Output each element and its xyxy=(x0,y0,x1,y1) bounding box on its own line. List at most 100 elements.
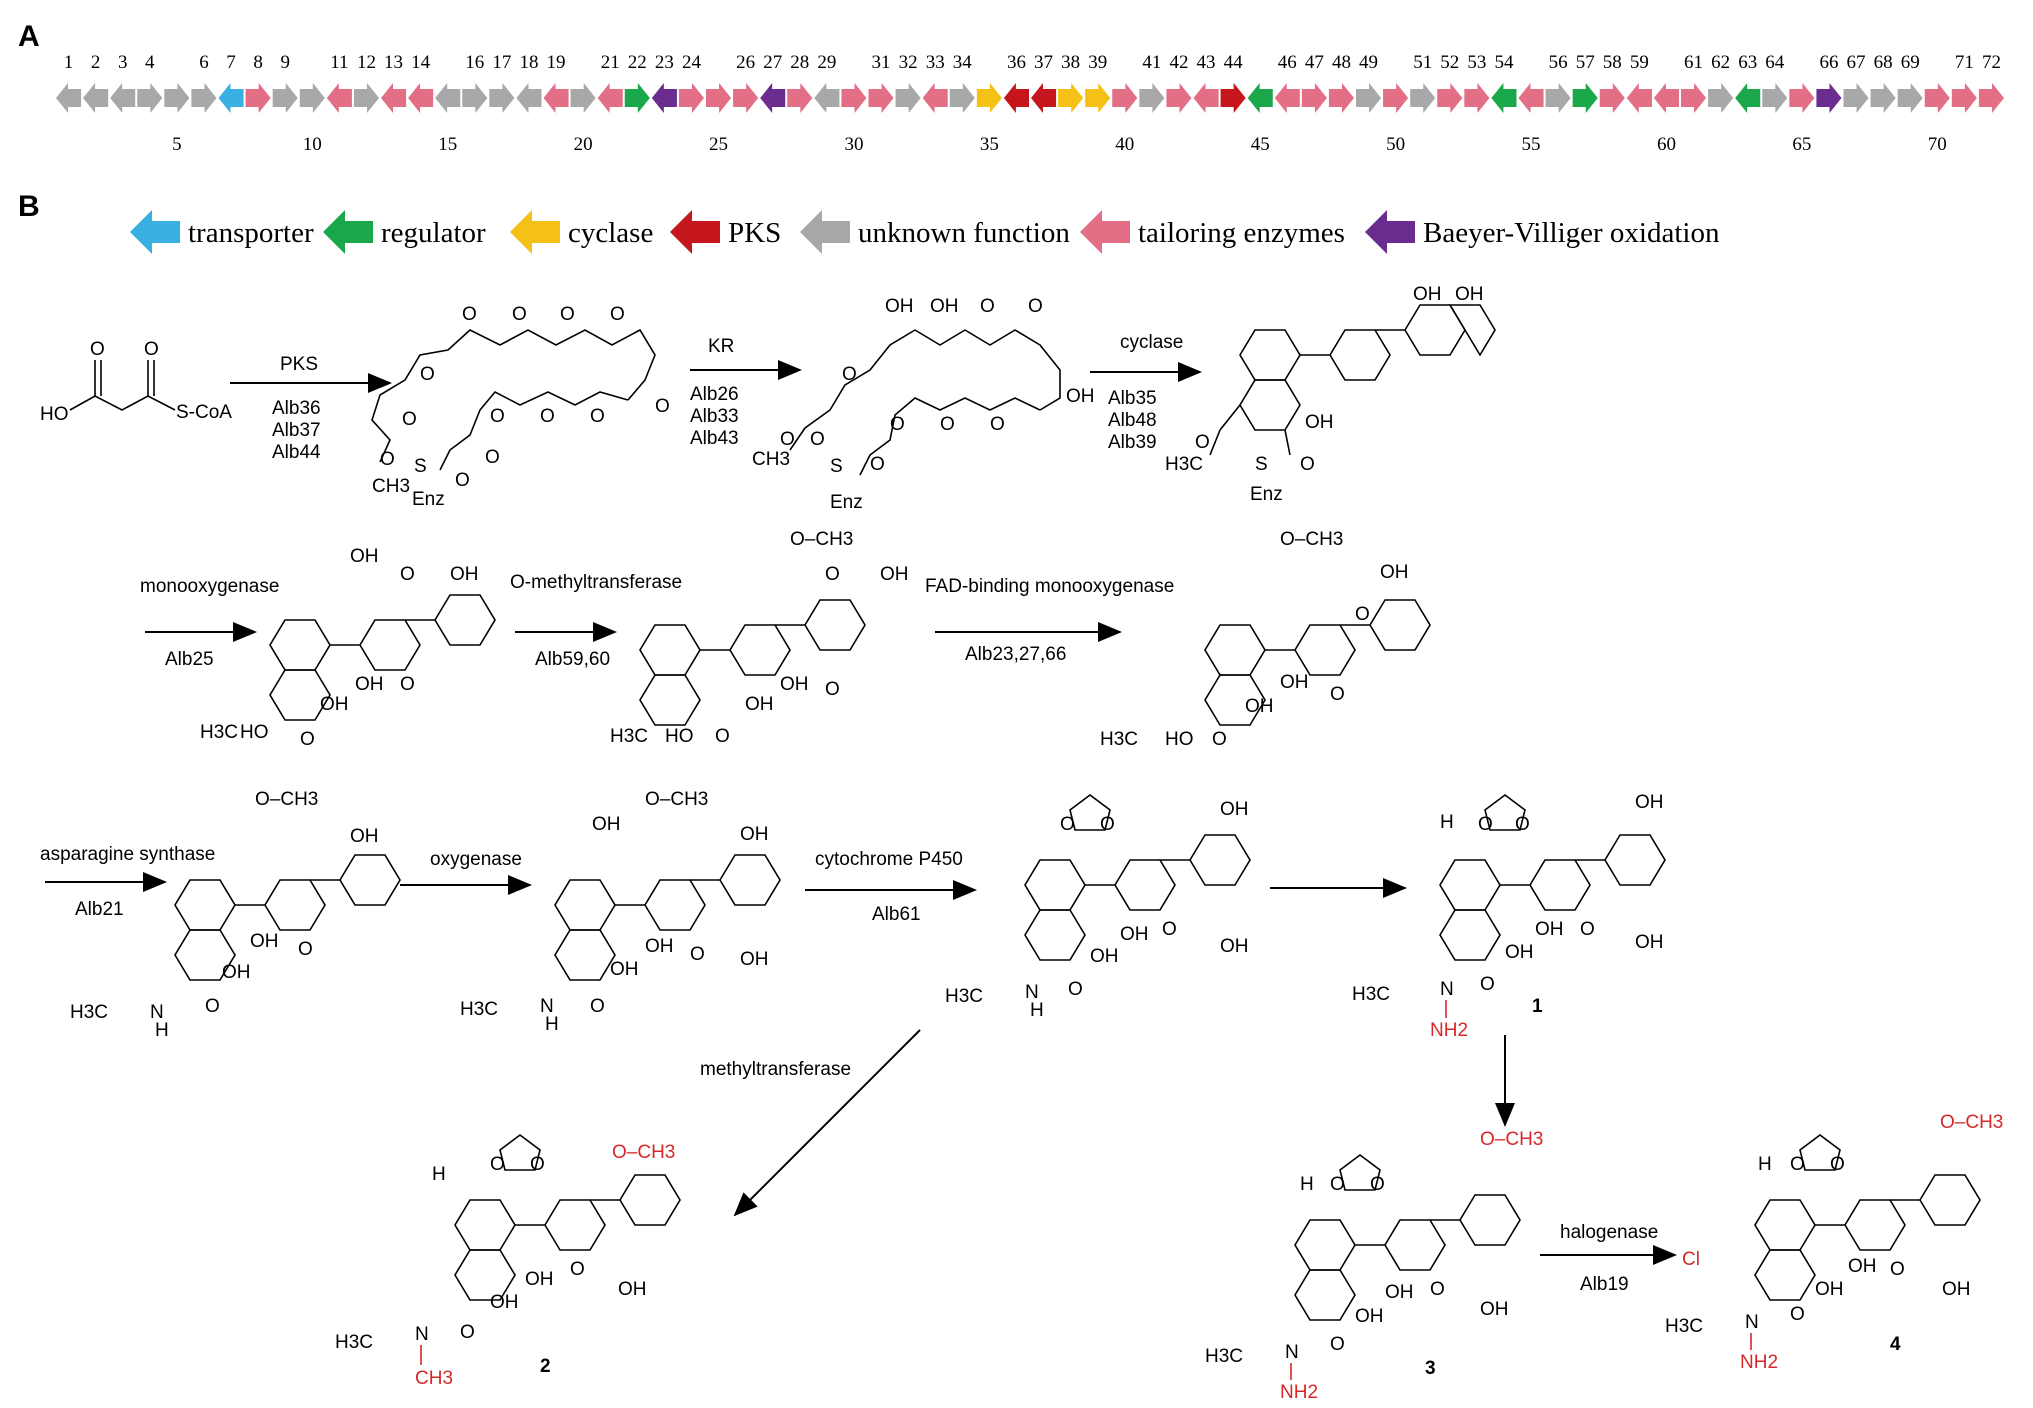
atom-oh: OH xyxy=(222,962,251,983)
compound-number: 3 xyxy=(1425,1358,1436,1379)
atom-o: O xyxy=(690,944,705,965)
atom-o: O xyxy=(1790,1304,1805,1325)
atom-oh: OH xyxy=(490,1292,519,1313)
gene-number: 62 xyxy=(1711,52,1730,73)
gene-arrow-66 xyxy=(1816,83,1842,113)
gene-arrow-25 xyxy=(706,83,732,113)
gene-number: 44 xyxy=(1224,52,1244,73)
gene-arrow-32 xyxy=(895,83,921,113)
gene-number: 70 xyxy=(1928,134,1947,155)
gene-arrow-13 xyxy=(381,83,407,113)
gene-arrow-43 xyxy=(1193,83,1219,113)
gene-arrow-18 xyxy=(516,83,542,113)
gene-arrow-29 xyxy=(814,83,840,113)
atom-o: O xyxy=(90,339,105,360)
atom-nh: N xyxy=(415,1324,429,1345)
atom-oh: OH xyxy=(930,296,959,317)
legend-swatch-pks xyxy=(670,210,720,254)
gene-label: Alb59,60 xyxy=(535,649,610,670)
atom-o: O xyxy=(1212,729,1227,750)
atom-o: O xyxy=(400,564,415,585)
gene-arrow-23 xyxy=(651,83,677,113)
gene-arrow-58 xyxy=(1599,83,1625,113)
atom-enz: Enz xyxy=(830,492,863,513)
atom-oh: OH xyxy=(618,1279,647,1300)
gene-number: 35 xyxy=(980,134,999,155)
legend-label-pks: PKS xyxy=(728,217,781,249)
gene-number: 11 xyxy=(330,52,348,73)
atom-o: O xyxy=(455,470,470,491)
atom-o: O xyxy=(940,414,955,435)
atom-oh: OH xyxy=(885,296,914,317)
gene-number: 63 xyxy=(1738,52,1757,73)
atom-oh: OH xyxy=(1220,936,1249,957)
atom-oh: OH xyxy=(1090,946,1119,967)
gene-arrow-68 xyxy=(1870,83,1896,113)
atom-oh: OH xyxy=(740,824,769,845)
atom-oh: OH xyxy=(525,1269,554,1290)
gene-arrow-17 xyxy=(489,83,515,113)
gene-arrow-53 xyxy=(1464,83,1490,113)
atom-ho: HO xyxy=(1165,729,1194,750)
methylated-anthraquinone-structure: O–CH3 OH O O OH OH H3C HO O xyxy=(610,529,909,747)
atom-o: O xyxy=(1028,296,1043,317)
gene-arrow-57 xyxy=(1572,83,1598,113)
gene-label: Alb26 xyxy=(690,384,739,405)
compound-1-structure: H O O OH O OH OH OH H3C N O NH2 xyxy=(1352,792,1666,1041)
atom-enz: Enz xyxy=(412,489,445,510)
atom-oh: OH xyxy=(1245,696,1274,717)
atom-h3c: H3C xyxy=(70,1002,108,1023)
gene-arrow-48 xyxy=(1328,83,1354,113)
atom-h3c: H3C xyxy=(460,999,498,1020)
atom-oh: OH xyxy=(1942,1279,1971,1300)
gene-number: 28 xyxy=(790,52,809,73)
gene-arrow-12 xyxy=(353,83,379,113)
atom-o: O xyxy=(780,429,795,450)
gene-number: 27 xyxy=(763,52,782,73)
gene-number: 30 xyxy=(844,134,863,155)
gene-number: 54 xyxy=(1494,52,1514,73)
atom-o: O xyxy=(842,364,857,385)
enzyme-label: FAD-binding monooxygenase xyxy=(925,576,1174,597)
panel-a-label: A xyxy=(18,20,40,53)
gene-number: 31 xyxy=(872,52,891,73)
gene-number: 66 xyxy=(1819,52,1838,73)
gene-number: 36 xyxy=(1007,52,1026,73)
gene-number: 32 xyxy=(899,52,918,73)
atom-o: O xyxy=(205,996,220,1017)
gene-arrow-6 xyxy=(191,83,217,113)
atom-och3: O–CH3 xyxy=(612,1142,675,1163)
atom-oh: OH xyxy=(645,936,674,957)
gene-label: Alb25 xyxy=(165,649,214,670)
atom-o: O xyxy=(610,304,625,325)
gene-arrow-55 xyxy=(1518,83,1544,113)
gene-arrow-16 xyxy=(462,83,488,113)
atom-nh: N xyxy=(540,996,554,1017)
gene-number: 57 xyxy=(1576,52,1595,73)
xanthone-intermediate-structure: O–CH3 OH O O OH OH H3C HO O xyxy=(1100,529,1431,750)
gene-label: Alb37 xyxy=(272,420,321,441)
gene-label: Alb23,27,66 xyxy=(965,644,1066,665)
atom-o: O xyxy=(1355,604,1370,625)
atom-oh: OH xyxy=(1305,412,1334,433)
atom-oh: OH xyxy=(1355,1306,1384,1327)
atom-o: O xyxy=(1430,1279,1445,1300)
compound-3-structure: H O O O–CH3 O OH OH OH H3C N O NH2 xyxy=(1205,1129,1543,1403)
gene-arrow-19 xyxy=(543,83,569,113)
gene-number: 16 xyxy=(465,52,484,73)
atom-o: O xyxy=(870,454,885,475)
atom-h3c: H3C xyxy=(200,722,238,743)
atom-oh: OH xyxy=(1848,1256,1877,1277)
atom-o: O xyxy=(825,564,840,585)
atom-h: H xyxy=(1758,1154,1772,1175)
compound-number: 1 xyxy=(1532,996,1543,1017)
gene-number: 9 xyxy=(280,52,290,73)
gene-label: Alb36 xyxy=(272,398,321,419)
legend-swatch-regulator xyxy=(323,210,373,254)
gene-number: 47 xyxy=(1305,52,1324,73)
atom-o: O xyxy=(1580,919,1595,940)
atom-o: O xyxy=(810,429,825,450)
gene-number: 46 xyxy=(1278,52,1297,73)
atom-ho: HO xyxy=(665,726,694,747)
